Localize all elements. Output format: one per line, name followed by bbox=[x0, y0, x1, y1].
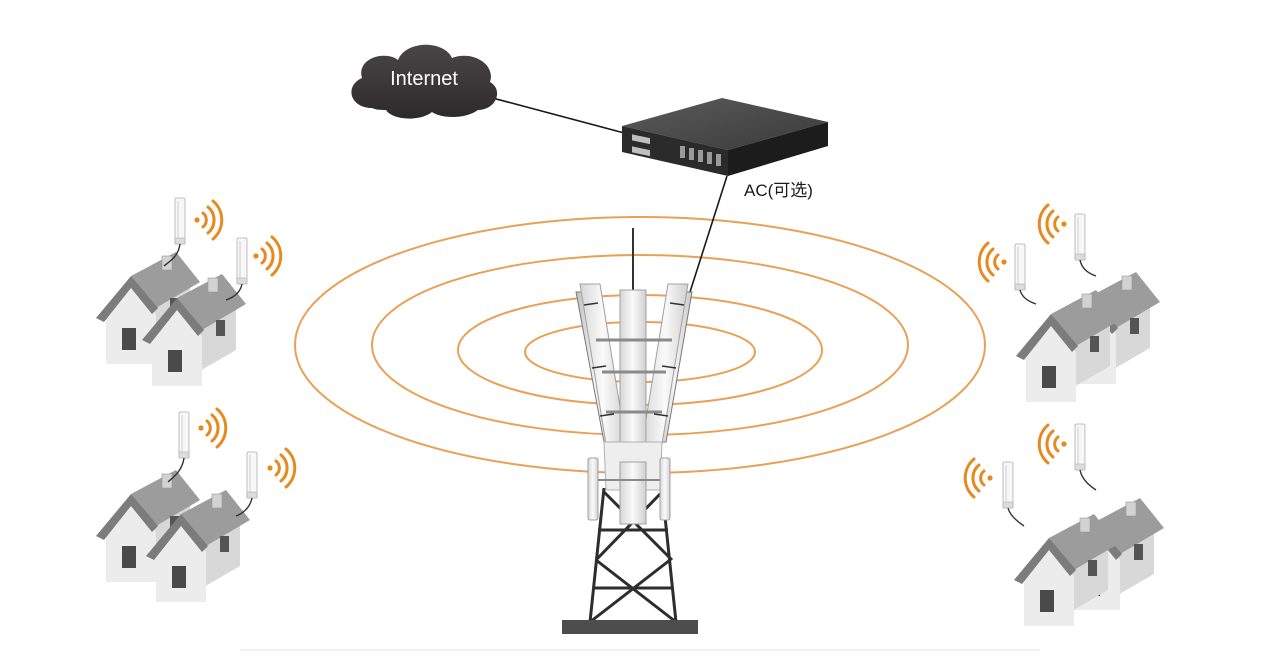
cloud-icon bbox=[351, 44, 498, 119]
outdoor-cpe-icon bbox=[246, 451, 258, 499]
wifi-signal-icon bbox=[1037, 203, 1069, 245]
wifi-signal-icon bbox=[196, 407, 228, 449]
base-station-tower-icon bbox=[562, 228, 698, 634]
house-group-top-right bbox=[977, 203, 1161, 403]
network-switch-icon bbox=[622, 98, 828, 176]
link-lines bbox=[469, 91, 728, 293]
outdoor-cpe-icon bbox=[174, 197, 186, 245]
outdoor-cpe-icon bbox=[178, 411, 190, 459]
ac-to-tower-line bbox=[689, 175, 728, 293]
internet-to-ac-line bbox=[469, 91, 629, 135]
outdoor-cpe-icon bbox=[1014, 243, 1026, 291]
house-group-bottom-right bbox=[963, 423, 1165, 627]
wifi-signal-icon bbox=[963, 457, 995, 499]
outdoor-cpe-icon bbox=[1002, 461, 1014, 509]
outdoor-cpe-icon bbox=[1074, 213, 1086, 261]
house-icon bbox=[1015, 289, 1121, 403]
house-group-top-left bbox=[95, 197, 283, 387]
wifi-signal-icon bbox=[192, 199, 224, 241]
wifi-signal-icon bbox=[265, 447, 297, 489]
house-group-bottom-left bbox=[95, 407, 297, 603]
wifi-signal-icon bbox=[251, 235, 283, 277]
ac-optional-label: AC(可选) bbox=[744, 181, 813, 200]
outdoor-cpe-icon bbox=[236, 237, 248, 285]
outdoor-cpe-icon bbox=[1074, 423, 1086, 471]
internet-label: Internet bbox=[390, 68, 458, 90]
wifi-signal-icon bbox=[1037, 423, 1069, 465]
wifi-signal-icon bbox=[977, 241, 1009, 283]
